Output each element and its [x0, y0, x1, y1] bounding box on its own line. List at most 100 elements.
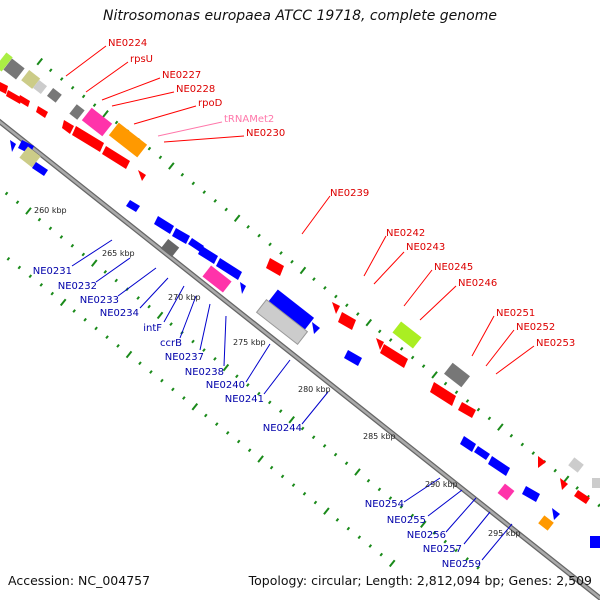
gene-feature[interactable]	[160, 238, 180, 258]
gene-feature[interactable]	[592, 478, 600, 488]
gene-label[interactable]: tRNAMet2	[224, 114, 274, 125]
gene-feature[interactable]	[338, 312, 356, 330]
gene-label[interactable]: intF	[143, 323, 162, 334]
gene-feature[interactable]	[216, 258, 242, 280]
gene-label[interactable]: NE0256	[407, 530, 446, 541]
gene-feature[interactable]	[552, 508, 560, 520]
tick-mark	[156, 311, 164, 320]
gene-feature[interactable]	[474, 446, 490, 460]
gene-feature[interactable]	[266, 258, 284, 276]
gene-feature[interactable]	[198, 246, 218, 264]
gene-feature[interactable]	[430, 382, 456, 406]
gene-feature[interactable]	[126, 200, 140, 212]
gene-label[interactable]: NE0224	[108, 38, 147, 49]
gene-label[interactable]: rpoD	[198, 98, 223, 109]
gene-label[interactable]: NE0227	[162, 70, 201, 81]
gene-feature[interactable]	[188, 238, 204, 252]
gene-feature[interactable]	[32, 79, 48, 95]
gene-label[interactable]: NE0253	[536, 338, 575, 349]
gene-label[interactable]: NE0257	[423, 544, 462, 555]
gene-feature[interactable]	[154, 216, 174, 234]
gene-feature[interactable]	[10, 140, 16, 152]
tick-mark	[116, 343, 120, 348]
gene-feature[interactable]	[538, 456, 546, 468]
gene-feature[interactable]	[62, 120, 74, 134]
gene-label[interactable]: NE0242	[386, 228, 425, 239]
gene-feature[interactable]	[81, 107, 113, 137]
gene-feature[interactable]	[202, 265, 232, 293]
gene-label[interactable]: NE0231	[33, 266, 72, 277]
tick-mark	[290, 259, 294, 264]
gene-feature[interactable]	[3, 58, 25, 80]
gene-feature[interactable]	[46, 87, 62, 103]
tick-mark	[81, 252, 86, 257]
gene-feature[interactable]	[172, 228, 190, 244]
tick-mark	[368, 544, 373, 548]
gene-feature[interactable]	[538, 515, 554, 531]
tick-mark	[59, 298, 67, 307]
map-title: Nitrosomonas europaea ATCC 19718, comple…	[103, 8, 497, 24]
tick-mark	[160, 378, 164, 383]
gene-feature[interactable]	[312, 322, 320, 334]
gene-label[interactable]: NE0244	[263, 423, 302, 434]
tick-mark	[553, 468, 557, 473]
gene-feature[interactable]	[102, 146, 130, 169]
gene-feature[interactable]	[0, 52, 13, 72]
gene-feature[interactable]	[18, 95, 30, 107]
gene-label[interactable]: rpsU	[130, 54, 153, 65]
gene-label[interactable]: NE0237	[165, 352, 204, 363]
gene-label[interactable]: NE0245	[434, 262, 473, 273]
gene-feature[interactable]	[72, 126, 104, 152]
gene-label[interactable]: NE0246	[458, 278, 497, 289]
gene-feature[interactable]	[36, 106, 48, 118]
tick-mark	[268, 242, 272, 247]
gene-feature[interactable]	[332, 302, 340, 314]
gene-label[interactable]: NE0259	[442, 559, 481, 570]
gene-feature[interactable]	[138, 170, 146, 181]
tick-mark	[388, 338, 393, 342]
gene-label[interactable]: NE0241	[225, 394, 264, 405]
gene-label[interactable]: NE0252	[516, 322, 555, 333]
gene-feature[interactable]	[460, 436, 476, 452]
gene-label[interactable]: NE0251	[496, 308, 535, 319]
gene-label[interactable]: ccrB	[160, 338, 182, 349]
gene-feature[interactable]	[6, 90, 22, 104]
gene-feature[interactable]	[0, 82, 8, 94]
gene-feature[interactable]	[108, 122, 148, 158]
gene-feature[interactable]	[574, 490, 590, 504]
gene-label[interactable]: NE0239	[330, 188, 369, 199]
gene-feature[interactable]	[458, 402, 476, 418]
tick-mark	[136, 296, 140, 300]
gene-label[interactable]: NE0228	[176, 84, 215, 95]
gene-feature[interactable]	[522, 486, 540, 502]
gene-feature[interactable]	[488, 456, 510, 476]
gene-feature[interactable]	[444, 362, 470, 388]
gene-feature[interactable]	[392, 321, 422, 349]
gene-feature[interactable]	[69, 104, 85, 120]
gene-label[interactable]: NE0254	[365, 499, 404, 510]
gene-feature[interactable]	[19, 146, 41, 168]
gene-feature[interactable]	[376, 338, 384, 350]
tick-mark	[410, 513, 415, 518]
gene-feature[interactable]	[255, 298, 309, 346]
gene-label[interactable]: NE0230	[246, 128, 285, 139]
gene-feature[interactable]	[560, 478, 568, 490]
gene-feature[interactable]	[590, 536, 600, 548]
gene-feature[interactable]	[497, 483, 515, 501]
gene-feature[interactable]	[21, 69, 41, 89]
gene-label[interactable]: NE0243	[406, 242, 445, 253]
gene-labels-top: NE0224 rpsU NE0227 NE0228 rpoD tRNAMet2 …	[108, 38, 575, 349]
gene-label[interactable]: NE0238	[185, 367, 224, 378]
gene-label[interactable]: NE0232	[58, 281, 97, 292]
gene-feature[interactable]	[344, 350, 362, 366]
gene-label[interactable]: NE0233	[80, 295, 119, 306]
gene-label[interactable]: NE0255	[387, 515, 426, 526]
gene-feature[interactable]	[267, 289, 315, 331]
gene-feature[interactable]	[380, 344, 408, 368]
gene-label[interactable]: NE0240	[206, 380, 245, 391]
gene-feature[interactable]	[240, 282, 246, 294]
gene-label[interactable]: NE0234	[100, 308, 139, 319]
tick-mark	[102, 110, 109, 118]
gene-feature[interactable]	[32, 162, 48, 176]
gene-feature[interactable]	[568, 457, 584, 473]
